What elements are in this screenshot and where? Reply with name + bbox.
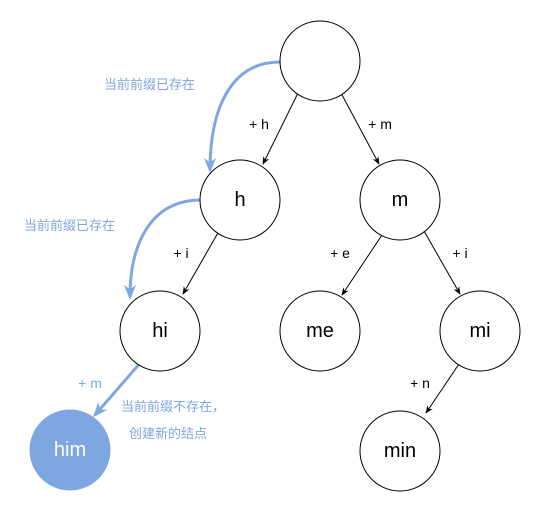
node-hi-label: hi [152,320,168,342]
node-me-label: me [306,320,334,342]
edge-m-mi [423,230,461,295]
node-h-label: h [234,189,245,211]
edge-m-me [341,231,385,296]
edge-hi-him [93,361,143,418]
edge-root-m [340,92,380,165]
annotation-prefix-missing-line1: 当前前缀不存在， [121,399,225,415]
edge-root-h [262,92,299,165]
node-root [279,20,361,102]
prefix-exists-arrow-1 [204,60,281,173]
edge-label-hi-him: + m [78,375,102,391]
edge-label-h-hi: + i [173,245,188,261]
node-min: min [359,410,441,492]
annotation-prefix-missing-line2: 创建新的结点 [129,426,207,442]
annotation-prefix-exists-2: 当前前缀已存在 [24,218,115,234]
edge-label-m-mi: + i [452,245,467,261]
node-h: h [199,159,281,241]
edge-label-root-m: + m [368,116,392,132]
edge-label-m-me: + e [330,245,350,261]
node-mi: mi [439,290,521,372]
node-m-label: m [392,189,409,211]
node-him: him [29,409,111,491]
prefix-exists-arrow-2 [124,198,202,300]
edge-label-mi-min: + n [410,375,430,391]
node-min-label: min [384,440,416,462]
node-him-label: him [54,439,86,461]
node-me: me [279,290,361,372]
edge-label-root-h: + h [249,116,269,132]
edge-mi-min [425,360,462,414]
node-mi-label: mi [469,320,490,342]
annotation-prefix-exists-1: 当前前缀已存在 [104,77,195,93]
edge-h-hi [182,230,220,295]
node-hi: hi [119,290,201,372]
node-m: m [359,159,441,241]
